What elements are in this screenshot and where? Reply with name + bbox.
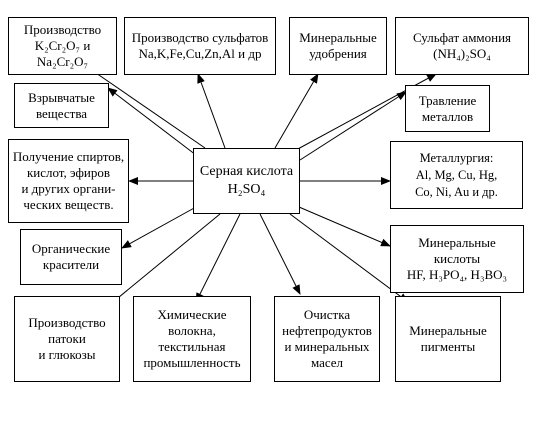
node-fertilizers-label: Минеральные удобрения (299, 30, 377, 61)
node-etching: Травление металлов (405, 85, 490, 132)
node-metallurgy: Металлургия: Al, Mg, Cu, Hg, Co, Ni, Au … (390, 141, 523, 209)
node-explosives-label: Взрывчатые вещества (28, 89, 95, 121)
node-fibers-label: Химические волокна, текстильная промышле… (143, 307, 241, 370)
node-fertilizers: Минеральные удобрения (289, 17, 387, 75)
node-dichromates-label: Производство K₂Cr₂O₇ и Na₂Cr₂O₇ (23, 22, 102, 69)
node-fibers: Химические волокна, текстильная промышле… (133, 296, 251, 382)
arrow-to-dichromates (79, 61, 206, 149)
node-ammonium-sulfate: Сульфат аммония (NH₄)₂SO₄ (395, 17, 529, 75)
arrow-to-sulfates (197, 73, 226, 149)
node-sulfuric-acid-label: Серная кислота H₂SO₄ (199, 164, 294, 197)
node-molasses: Производство патоки и глюкозы (14, 296, 120, 382)
node-dichromates: Производство K₂Cr₂O₇ и Na₂Cr₂O₇ (8, 17, 117, 75)
arrow-to-fertilizers (274, 73, 319, 149)
arrow-to-fibers (195, 213, 241, 303)
node-molasses-label: Производство патоки и глюкозы (28, 315, 106, 362)
node-etching-label: Травление металлов (418, 92, 477, 124)
node-pigments: Минеральные пигменты (395, 296, 501, 382)
node-oil-refining: Очистка нефтепродуктов и минеральных мас… (274, 296, 380, 382)
node-explosives: Взрывчатые вещества (14, 83, 109, 128)
node-sulfuric-acid: Серная кислота H₂SO₄ (193, 148, 300, 214)
node-mineral-acids-label: Минеральные кислоты HF, H₃PO₄, H₃BO₃ (406, 235, 508, 282)
node-ammonium-sulfate-label: Сульфат аммония (NH₄)₂SO₄ (412, 30, 512, 61)
node-pigments-label: Минеральные пигменты (409, 323, 487, 354)
node-mineral-acids: Минеральные кислоты HF, H₃PO₄, H₃BO₃ (390, 225, 524, 293)
node-sulfates: Производство сульфатов Na,K,Fe,Cu,Zn,Al … (124, 17, 276, 75)
node-metallurgy-label: Металлургия: Al, Mg, Cu, Hg, Co, Ni, Au … (415, 150, 498, 199)
arrow-to-dyes (121, 206, 197, 249)
node-dyes: Органические красители (20, 229, 122, 285)
arrow-to-pigments (289, 213, 409, 303)
node-sulfates-label: Производство сульфатов Na,K,Fe,Cu,Zn,Al … (131, 30, 269, 61)
node-alcohols-label: Получение спиртов, кислот, эфиров и друг… (12, 149, 125, 212)
node-alcohols: Получение спиртов, кислот, эфиров и друг… (8, 139, 129, 223)
node-dyes-label: Органические красители (31, 241, 111, 272)
node-oil-refining-label: Очистка нефтепродуктов и минеральных мас… (282, 307, 372, 370)
arrow-to-oil-refining (259, 213, 301, 295)
arrow-to-explosives (107, 87, 197, 156)
arrow-to-mineral-acids (298, 206, 391, 247)
arrow-to-etching (299, 91, 407, 161)
